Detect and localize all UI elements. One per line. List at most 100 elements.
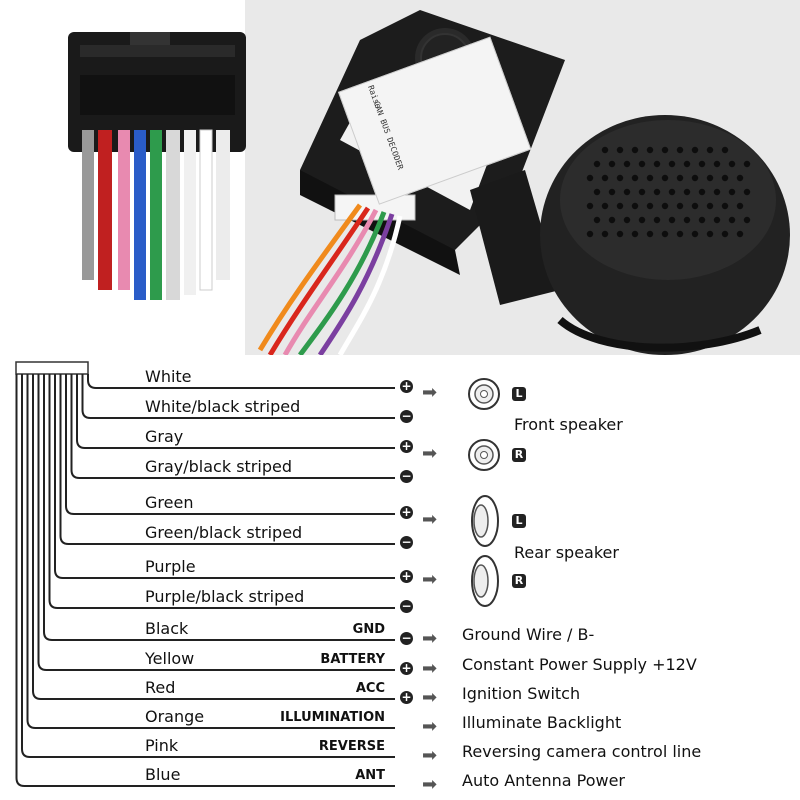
grill-hole: [698, 160, 706, 168]
wire-line: [87, 374, 395, 389]
grill-hole: [683, 160, 691, 168]
grill-hole: [623, 160, 631, 168]
grill-hole: [691, 146, 699, 154]
grill-hole: [593, 188, 601, 196]
grill-hole: [586, 174, 594, 182]
grill-hole: [653, 216, 661, 224]
left-channel-badge: L: [512, 387, 526, 401]
grill-hole: [698, 216, 706, 224]
speaker-icon: [471, 555, 499, 607]
grill-hole: [743, 216, 751, 224]
plus-icon: +: [400, 569, 413, 583]
wire-function-description: Reversing camera control line: [462, 742, 702, 761]
grill-hole: [608, 188, 616, 196]
wire-function-description: Auto Antenna Power: [462, 771, 625, 790]
grill-hole: [691, 174, 699, 182]
grill-hole: [728, 188, 736, 196]
decoder-wires-photo: [257, 203, 403, 355]
grill-hole: [713, 188, 721, 196]
wire-color-label: Green/black striped: [145, 523, 303, 542]
wire-color-label: Green: [145, 493, 194, 512]
speaker-icon: [468, 439, 500, 471]
grill-hole: [706, 202, 714, 210]
plus-icon: +: [400, 505, 413, 519]
right-channel-badge: R: [512, 448, 526, 462]
wire-code-label: ACC: [355, 681, 385, 696]
minus-icon: −: [400, 409, 413, 423]
plus-icon: +: [400, 690, 413, 704]
grill-hole: [608, 216, 616, 224]
wire-code-label: BATTERY: [320, 652, 385, 667]
grill-hole: [601, 146, 609, 154]
plus-icon: +: [400, 661, 413, 675]
wire-code-label: ILLUMINATION: [280, 710, 385, 725]
grill-hole: [683, 216, 691, 224]
grill-hole: [728, 216, 736, 224]
grill-hole: [676, 230, 684, 238]
wire-color-label: White: [145, 367, 192, 386]
left-channel-badge: L: [512, 514, 526, 528]
arrow-right-icon: ➡: [422, 382, 438, 403]
grill-hole: [623, 188, 631, 196]
wire-color-label: Gray/black striped: [145, 457, 292, 476]
grill-hole: [616, 174, 624, 182]
harness-connector-photo: [68, 32, 246, 300]
grill-hole: [601, 230, 609, 238]
grill-hole: [601, 174, 609, 182]
grill-hole: [646, 202, 654, 210]
grill-hole: [691, 230, 699, 238]
grill-hole: [631, 230, 639, 238]
grill-hole: [616, 146, 624, 154]
grill-hole: [593, 216, 601, 224]
grill-hole: [616, 202, 624, 210]
grill-hole: [653, 188, 661, 196]
plus-icon: +: [400, 439, 413, 453]
grill-hole: [721, 230, 729, 238]
wire-line: [26, 374, 395, 729]
grill-hole: [661, 146, 669, 154]
grill-hole: [706, 230, 714, 238]
wire-color-label: White/black striped: [145, 397, 301, 416]
speaker-grill-dots: [586, 146, 751, 238]
grill-hole: [661, 230, 669, 238]
arrow-right-icon: ➡: [422, 745, 438, 766]
arrow-right-icon: ➡: [422, 509, 438, 530]
grill-hole: [586, 202, 594, 210]
grill-hole: [616, 230, 624, 238]
wire-line: [21, 374, 395, 758]
grill-hole: [668, 216, 676, 224]
speaker-icon: [468, 378, 500, 410]
grill-hole: [691, 202, 699, 210]
wire-function-description: Illuminate Backlight: [462, 713, 622, 732]
grill-hole: [698, 188, 706, 196]
wire-function-description: Constant Power Supply +12V: [462, 655, 697, 674]
arrow-right-icon: ➡: [422, 687, 438, 708]
plus-icon: +: [400, 379, 413, 393]
wire-code-label: ANT: [355, 768, 385, 783]
right-channel-badge: R: [512, 574, 526, 588]
grill-hole: [736, 230, 744, 238]
wire-color-label: Purple: [145, 557, 196, 576]
grill-hole: [668, 188, 676, 196]
grill-hole: [638, 188, 646, 196]
grill-hole: [631, 174, 639, 182]
wire-line: [65, 374, 395, 515]
grill-hole: [668, 160, 676, 168]
grill-hole: [653, 160, 661, 168]
wire-color-label: Purple/black striped: [145, 587, 305, 606]
arrow-right-icon: ➡: [422, 628, 438, 649]
connector-block: [15, 361, 89, 375]
grill-hole: [713, 216, 721, 224]
wire-function-description: Ignition Switch: [462, 684, 581, 703]
grill-hole: [713, 160, 721, 168]
arrow-right-icon: ➡: [422, 716, 438, 737]
grill-hole: [743, 160, 751, 168]
grill-hole: [646, 174, 654, 182]
grill-hole: [736, 202, 744, 210]
wire-color-label: Red: [145, 678, 176, 697]
grill-hole: [728, 160, 736, 168]
grill-hole: [623, 216, 631, 224]
wire-color-label: Yellow: [145, 649, 195, 668]
arrow-right-icon: ➡: [422, 774, 438, 795]
wire-color-label: Black: [145, 619, 189, 638]
